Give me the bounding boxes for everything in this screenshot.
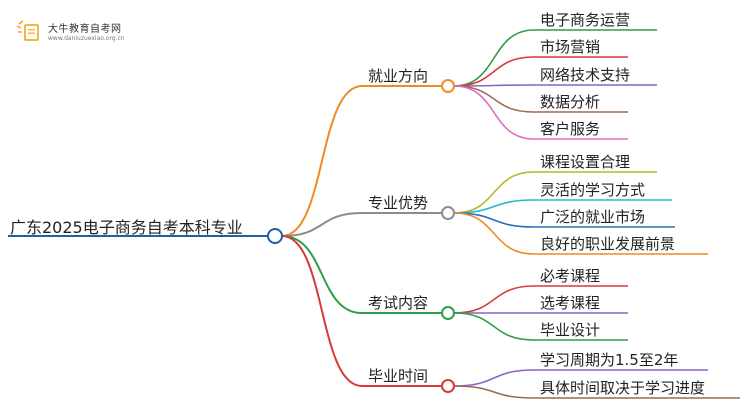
- logo-site-url: www.daniuzuexiao.org.cn: [48, 35, 125, 42]
- leaf-label: 学习周期为1.5至2年: [540, 351, 679, 369]
- branch-connector: [281, 235, 363, 314]
- branch-node-circle: [441, 79, 455, 93]
- leaf-connector: [453, 212, 535, 228]
- leaf-label: 选考课程: [540, 294, 601, 312]
- root-node-circle: [267, 228, 283, 244]
- leaf-label: 广泛的就业市场: [540, 208, 646, 226]
- leaf-connector: [453, 56, 535, 87]
- leaf-connector: [453, 199, 535, 214]
- branch-connector: [281, 212, 363, 237]
- leaf-connector: [453, 369, 535, 387]
- leaf-label: 数据分析: [540, 93, 601, 111]
- branch-connector: [281, 235, 363, 387]
- leaf-label: 网络技术支持: [540, 66, 631, 84]
- leaf-label: 电子商务运营: [540, 11, 631, 29]
- branch-node-circle: [441, 379, 455, 393]
- leaf-label: 毕业设计: [540, 321, 601, 339]
- leaf-connector: [453, 85, 535, 113]
- leaf-label: 客户服务: [540, 120, 601, 138]
- branch-node-circle: [441, 206, 455, 220]
- branch-label: 考试内容: [368, 294, 429, 312]
- leaf-label: 灵活的学习方式: [540, 181, 646, 199]
- leaf-connector: [453, 171, 535, 214]
- leaf-label: 课程设置合理: [540, 153, 631, 171]
- leaf-connector: [453, 212, 535, 255]
- branch-connector: [281, 85, 363, 237]
- book-logo-icon: [16, 20, 39, 41]
- leaf-label: 市场营销: [540, 38, 601, 56]
- leaf-label: 具体时间取决于学习进度: [540, 379, 706, 397]
- leaf-label: 良好的职业发展前景: [540, 235, 676, 253]
- leaf-connector: [453, 385, 535, 399]
- site-logo: 大牛教育自考网 www.daniuzuexiao.org.cn: [16, 14, 156, 48]
- branch-label: 就业方向: [368, 67, 429, 85]
- leaf-connector: [453, 85, 535, 140]
- leaf-connector: [453, 312, 535, 341]
- logo-site-name: 大牛教育自考网: [48, 24, 122, 35]
- root-topic-label: 广东2025电子商务自考本科专业: [10, 218, 243, 237]
- leaf-connector: [453, 29, 535, 87]
- branch-node-circle: [441, 306, 455, 320]
- branch-label: 专业优势: [368, 194, 429, 212]
- branch-label: 毕业时间: [368, 367, 429, 385]
- leaf-connector: [453, 285, 535, 314]
- leaf-label: 必考课程: [540, 267, 601, 285]
